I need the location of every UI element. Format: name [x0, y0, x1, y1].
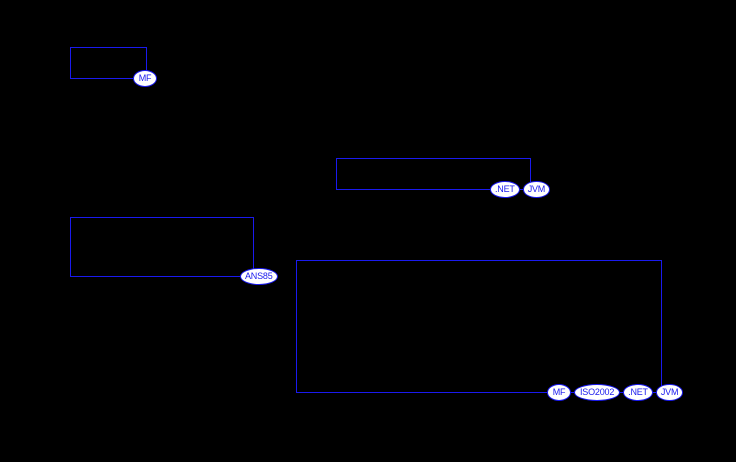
dialect-badge[interactable]: ANS85	[240, 268, 278, 285]
dialect-badge[interactable]: JVM	[655, 384, 684, 401]
dialect-badge-row: MF	[133, 70, 157, 87]
diagram-block[interactable]	[70, 47, 147, 79]
dialect-badge[interactable]: .NET	[623, 384, 653, 401]
dialect-badge[interactable]: ISO2002	[574, 384, 621, 401]
dialect-badge-row: ANS85	[240, 268, 278, 285]
dialect-badge[interactable]: MF	[133, 70, 157, 87]
dialect-badge[interactable]: MF	[547, 384, 571, 401]
diagram-block[interactable]	[70, 217, 254, 277]
dialect-badge[interactable]: JVM	[522, 181, 551, 198]
diagram-block[interactable]	[336, 158, 531, 190]
diagram-block[interactable]	[296, 260, 662, 393]
dialect-badge[interactable]: .NET	[490, 181, 520, 198]
